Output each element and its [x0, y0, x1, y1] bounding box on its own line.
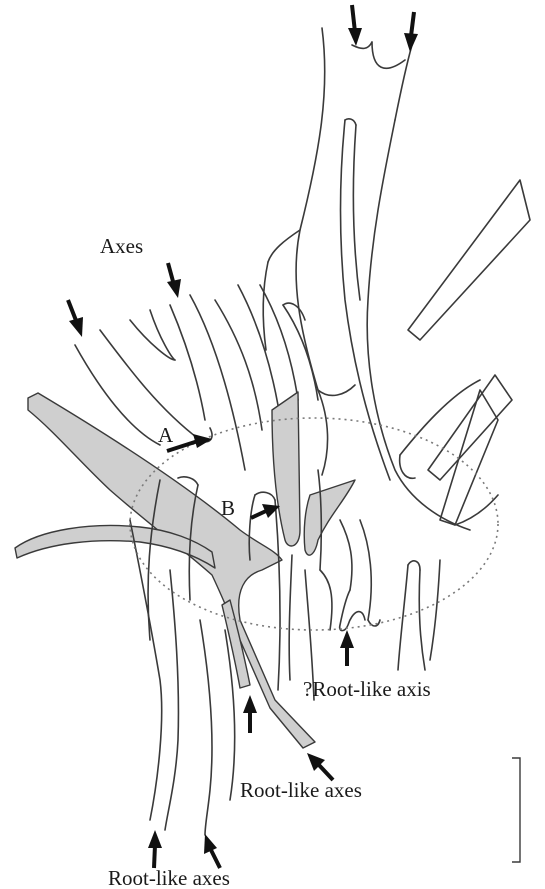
arrow-query-root-icon [340, 630, 354, 666]
label-root-axes-bottom: Root-like axes [108, 866, 230, 889]
label-axes: Axes [100, 234, 143, 258]
arrow-axes-right-icon [167, 263, 181, 298]
label-a: A [158, 423, 174, 447]
arrow-axes-left-icon [68, 300, 83, 337]
right-blades [400, 180, 530, 525]
label-query-root-axis: ?Root-like axis [303, 677, 431, 701]
arrow-bottom-left-icon [148, 830, 162, 868]
arrow-a-icon [167, 434, 212, 451]
label-b: B [221, 496, 235, 520]
label-root-axes-right: Root-like axes [240, 778, 362, 802]
arrow-top-right-icon [404, 12, 418, 52]
arrow-right-roots-icon [307, 753, 333, 780]
scale-bar [512, 758, 520, 862]
arrows [68, 5, 418, 868]
arrow-lower-grey-icon [243, 695, 257, 733]
grey-axis-small [304, 480, 355, 555]
arrow-top-left-icon [348, 5, 362, 46]
arrow-bottom-right-icon [204, 834, 220, 868]
